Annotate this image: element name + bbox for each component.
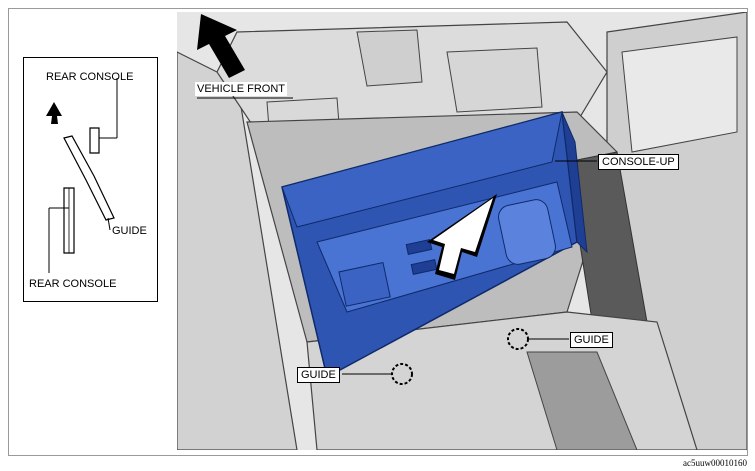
console-illustration [177, 12, 747, 450]
inset-drawing [46, 78, 118, 273]
label-guide-left: GUIDE [297, 367, 340, 383]
inset-arrow-icon [46, 102, 62, 124]
lift-arrow-icon [427, 194, 497, 280]
console-drawing [177, 12, 747, 450]
guide-shape [63, 135, 115, 221]
inset-detail [23, 57, 158, 302]
label-vehicle-front: VEHICLE FRONT [195, 82, 288, 96]
inset-label-guide: GUIDE [112, 225, 147, 237]
rear-console-bracket-top [89, 127, 100, 154]
rear-console-bracket-bottom [63, 187, 75, 254]
vehicle-front-arrow-icon [197, 14, 245, 78]
label-guide-right: GUIDE [570, 332, 613, 348]
inset-label-rear-console-bottom: REAR CONSOLE [29, 278, 117, 290]
label-console-up: CONSOLE-UP [598, 154, 679, 170]
inset-label-rear-console-top: REAR CONSOLE [46, 71, 134, 83]
reference-code: ac5uuw00010160 [683, 458, 747, 468]
